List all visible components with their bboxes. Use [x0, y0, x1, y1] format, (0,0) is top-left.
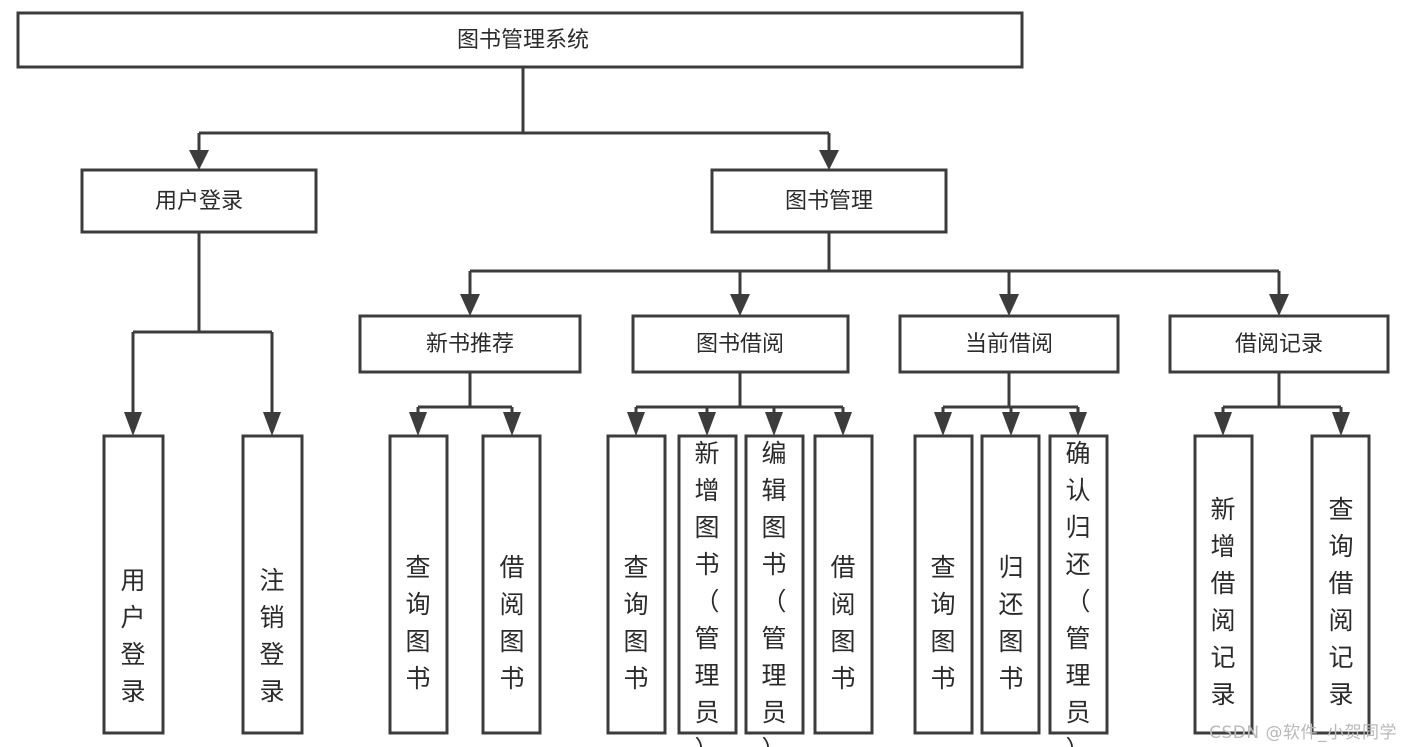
- node-leaf-edit-book-box[interactable]: [744, 434, 805, 735]
- arrow-new-book-recommend: [460, 294, 480, 316]
- node-new-book-recommend-label: 新书推荐: [426, 332, 514, 357]
- node-leaf-confirm-return-label: 确认归还（管理员）: [1065, 439, 1090, 747]
- node-leaf-query-book-2[interactable]: 查询图书: [606, 434, 667, 735]
- node-leaf-query-record-box[interactable]: [1310, 434, 1371, 735]
- node-leaf-confirm-return[interactable]: 确认归还（管理员）: [1048, 434, 1109, 747]
- node-leaf-add-record-box[interactable]: [1193, 434, 1254, 735]
- arrow-leaf-query-record: [1332, 412, 1350, 436]
- node-root[interactable]: 图书管理系统: [16, 11, 1024, 69]
- node-book-borrow-box[interactable]: [631, 314, 850, 374]
- node-user-login[interactable]: 用户登录: [80, 168, 318, 234]
- node-borrow-record-label: 借阅记录: [1235, 332, 1323, 357]
- arrow-leaf-return-book: [1002, 412, 1020, 436]
- arrow-leaf-query-book-1: [409, 412, 427, 436]
- arrow-leaf-borrow-book-2: [834, 412, 852, 436]
- arrow-leaf-add-record: [1214, 412, 1232, 436]
- edges-root-to-level2: [189, 67, 839, 170]
- node-user-login-box[interactable]: [80, 168, 318, 234]
- node-leaf-query-book-3-box[interactable]: [913, 434, 974, 735]
- node-book-manage-box[interactable]: [710, 168, 948, 234]
- edges-borrow-record-to-leaves: [1214, 372, 1350, 436]
- node-leaf-user-login-label: 用户登录: [120, 566, 145, 706]
- arrow-leaf-add-book: [698, 412, 716, 436]
- arrow-leaf-query-book-3: [934, 412, 952, 436]
- edges-book-borrow-to-leaves: [627, 372, 852, 436]
- arrow-leaf-borrow-book-1: [503, 412, 521, 436]
- node-leaf-logout-login[interactable]: 注销登录: [241, 434, 304, 735]
- node-leaf-add-record-label: 新增借阅记录: [1210, 495, 1235, 709]
- node-current-borrow-label: 当前借阅: [965, 332, 1053, 357]
- node-leaf-edit-book-label: 编辑图书（管理员）: [761, 439, 786, 747]
- edges-book-manage-to-level3: [460, 232, 1289, 316]
- node-book-borrow[interactable]: 图书借阅: [631, 314, 850, 374]
- arrow-leaf-edit-book: [765, 412, 783, 436]
- node-leaf-borrow-book-1-box[interactable]: [481, 434, 542, 735]
- node-root-box[interactable]: [16, 11, 1024, 69]
- node-leaf-query-book-2-label: 查询图书: [623, 553, 648, 693]
- node-borrow-record[interactable]: 借阅记录: [1168, 314, 1390, 374]
- node-book-borrow-label: 图书借阅: [696, 332, 784, 357]
- node-current-borrow-box[interactable]: [898, 314, 1120, 374]
- node-leaf-query-book-1[interactable]: 查询图书: [388, 434, 449, 735]
- node-book-manage-label: 图书管理: [785, 189, 873, 214]
- node-leaf-logout-login-label: 注销登录: [259, 566, 284, 706]
- node-current-borrow[interactable]: 当前借阅: [898, 314, 1120, 374]
- node-root-label: 图书管理系统: [457, 28, 589, 53]
- edges-current-borrow-to-leaves: [934, 372, 1087, 436]
- node-leaf-logout-login-box[interactable]: [241, 434, 304, 735]
- node-leaf-add-record[interactable]: 新增借阅记录: [1193, 434, 1254, 735]
- node-leaf-confirm-return-box[interactable]: [1048, 434, 1109, 735]
- node-leaf-borrow-book-2[interactable]: 借阅图书: [813, 434, 874, 735]
- edges-new-book-recommend-to-leaves: [409, 372, 521, 436]
- node-leaf-query-book-2-box[interactable]: [606, 434, 667, 735]
- node-leaf-add-book-box[interactable]: [677, 434, 738, 735]
- arrow-leaf-user-login: [124, 412, 142, 436]
- node-leaf-query-book-1-label: 查询图书: [405, 553, 430, 693]
- node-new-book-recommend[interactable]: 新书推荐: [358, 314, 582, 374]
- node-leaf-add-book-label: 新增图书（管理员）: [694, 439, 719, 747]
- arrow-borrow-record: [1269, 294, 1289, 316]
- node-leaf-return-book-box[interactable]: [980, 434, 1041, 735]
- node-leaf-add-book[interactable]: 新增图书（管理员）: [677, 434, 738, 747]
- node-leaf-query-record[interactable]: 查询借阅记录: [1310, 434, 1371, 735]
- node-new-book-recommend-box[interactable]: [358, 314, 582, 374]
- node-user-login-label: 用户登录: [155, 189, 243, 214]
- node-leaf-borrow-book-1-label: 借阅图书: [499, 553, 524, 693]
- node-leaf-edit-book[interactable]: 编辑图书（管理员）: [744, 434, 805, 747]
- node-leaf-borrow-book-2-label: 借阅图书: [830, 553, 855, 693]
- arrow-leaf-query-book-2: [627, 412, 645, 436]
- edges-user-login-to-leaves: [124, 232, 281, 436]
- arrow-book-borrow: [730, 294, 750, 316]
- node-leaf-query-record-label: 查询借阅记录: [1328, 495, 1353, 709]
- node-leaf-user-login[interactable]: 用户登录: [102, 434, 165, 735]
- node-borrow-record-box[interactable]: [1168, 314, 1390, 374]
- arrow-book-manage: [819, 150, 839, 170]
- node-leaf-borrow-book-2-box[interactable]: [813, 434, 874, 735]
- node-leaf-borrow-book-1[interactable]: 借阅图书: [481, 434, 542, 735]
- node-leaf-user-login-box[interactable]: [102, 434, 165, 735]
- arrow-leaf-confirm-return: [1069, 412, 1087, 436]
- node-leaf-query-book-3-label: 查询图书: [930, 553, 955, 693]
- node-leaf-query-book-3[interactable]: 查询图书: [913, 434, 974, 735]
- node-leaf-query-book-1-box[interactable]: [388, 434, 449, 735]
- node-leaf-return-book-label: 归还图书: [998, 553, 1023, 693]
- arrow-current-borrow: [999, 294, 1019, 316]
- arrow-leaf-logout-login: [263, 412, 281, 436]
- node-leaf-return-book[interactable]: 归还图书: [980, 434, 1041, 735]
- node-book-manage[interactable]: 图书管理: [710, 168, 948, 234]
- arrow-user-login: [189, 150, 209, 170]
